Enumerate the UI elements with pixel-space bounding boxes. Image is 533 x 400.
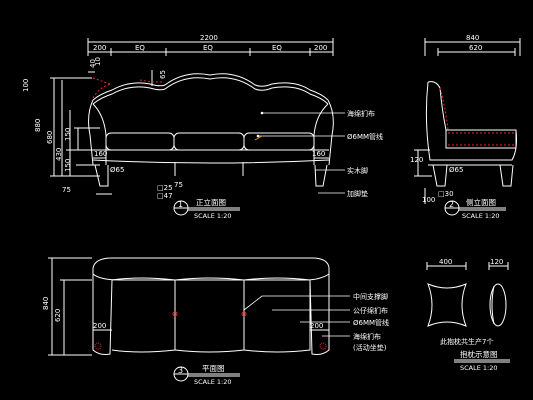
side-dim-100: 100 xyxy=(422,196,435,204)
front-dot-1 xyxy=(260,111,264,115)
side-dim-phi65: Ø65 xyxy=(449,166,463,174)
dim-40: 40 xyxy=(89,59,97,68)
pillow-scale: SCALE 1:20 xyxy=(460,364,498,372)
note-foot-pad: 加脚垫 xyxy=(347,189,368,198)
dim-200-right: 200 xyxy=(314,44,327,52)
front-leader-orange xyxy=(254,135,263,141)
side-scale: SCALE 1:20 xyxy=(462,212,500,220)
note-plan-6mm-piping: Ø6MM管线 xyxy=(353,318,389,327)
note-middle-support-leg: 中间支撑脚 xyxy=(353,292,388,301)
note-6mm-piping: Ø6MM管线 xyxy=(347,132,383,141)
note-doll-cotton-fabric: 公仔绵扪布 xyxy=(353,306,388,315)
dim-160-right: 160 xyxy=(312,150,325,158)
front-leaders xyxy=(258,112,345,194)
plan-title-block: 3 平面图 SCALE 1:20 xyxy=(173,364,240,386)
dim-eq-1: EQ xyxy=(135,44,145,52)
plan-scale: SCALE 1:20 xyxy=(194,378,232,386)
plan-dim-200-right: 200 xyxy=(310,322,323,330)
plan-dim-200-left: 200 xyxy=(93,322,106,330)
dim-sq25: □25 xyxy=(157,184,173,192)
plan-dim-840: 840 xyxy=(42,297,50,310)
front-red-accents xyxy=(92,77,163,99)
plan-view xyxy=(48,257,330,356)
side-dim-120: 120 xyxy=(410,156,423,164)
note-removable-cushion: (活动坐垫) xyxy=(353,343,387,352)
dim-880: 880 xyxy=(34,119,42,132)
dim-2200: 2200 xyxy=(200,34,218,42)
dim-sq47: □47 xyxy=(157,192,173,200)
front-title: 正立面图 xyxy=(196,197,226,207)
dim-160-left: 160 xyxy=(94,150,107,158)
dim-75-b: 75 xyxy=(174,181,183,189)
plan-title: 平面图 xyxy=(202,364,225,373)
front-dot-2 xyxy=(256,134,260,138)
note-plan-sponge-fabric: 海绵扪布 xyxy=(353,332,381,341)
side-title-block: 2 侧立面图 SCALE 1:20 xyxy=(444,197,506,220)
dim-430: 430 xyxy=(55,148,63,161)
plan-dim-620: 620 xyxy=(54,309,62,322)
front-elevation xyxy=(50,38,334,195)
dim-200-left: 200 xyxy=(93,44,106,52)
pillow-detail xyxy=(426,262,509,327)
side-elevation xyxy=(414,38,521,204)
title-num-1: 1 xyxy=(178,200,183,209)
dim-100: 100 xyxy=(22,79,30,92)
plan-red-marks xyxy=(94,311,327,350)
front-title-block: 1 正立面图 SCALE 1:20 xyxy=(173,197,240,220)
dim-150-a: 150 xyxy=(64,128,72,141)
pillow-title: 抱枕示意图 xyxy=(460,349,498,359)
pillow-title-block: 抱枕示意图 SCALE 1:20 xyxy=(454,349,510,372)
side-title: 侧立面图 xyxy=(466,197,496,207)
dim-75: 75 xyxy=(62,186,71,194)
dim-680: 680 xyxy=(46,131,54,144)
dim-150-b: 150 xyxy=(64,159,72,172)
dim-10: 10 xyxy=(94,57,102,66)
dim-65-top: 65 xyxy=(159,70,167,79)
title-num-2: 2 xyxy=(449,200,454,209)
pillow-note: 此抱枕共生产7个 xyxy=(440,337,493,346)
title-num-3: 3 xyxy=(178,366,183,375)
note-solid-wood-leg: 实木脚 xyxy=(347,166,368,175)
note-sponge-fabric: 海绵扪布 xyxy=(347,109,375,118)
dim-eq-2: EQ xyxy=(203,44,213,52)
side-red-accents xyxy=(439,87,514,146)
pillow-dim-120: 120 xyxy=(490,258,503,266)
dim-phi65: Ø65 xyxy=(110,166,124,174)
dim-eq-3: EQ xyxy=(272,44,282,52)
front-scale: SCALE 1:20 xyxy=(194,212,232,220)
side-dim-620: 620 xyxy=(469,44,482,52)
plan-leaders xyxy=(243,295,350,337)
pillow-dim-400: 400 xyxy=(439,258,452,266)
side-dim-sq30: □30 xyxy=(438,190,454,198)
side-dim-840: 840 xyxy=(466,34,479,42)
